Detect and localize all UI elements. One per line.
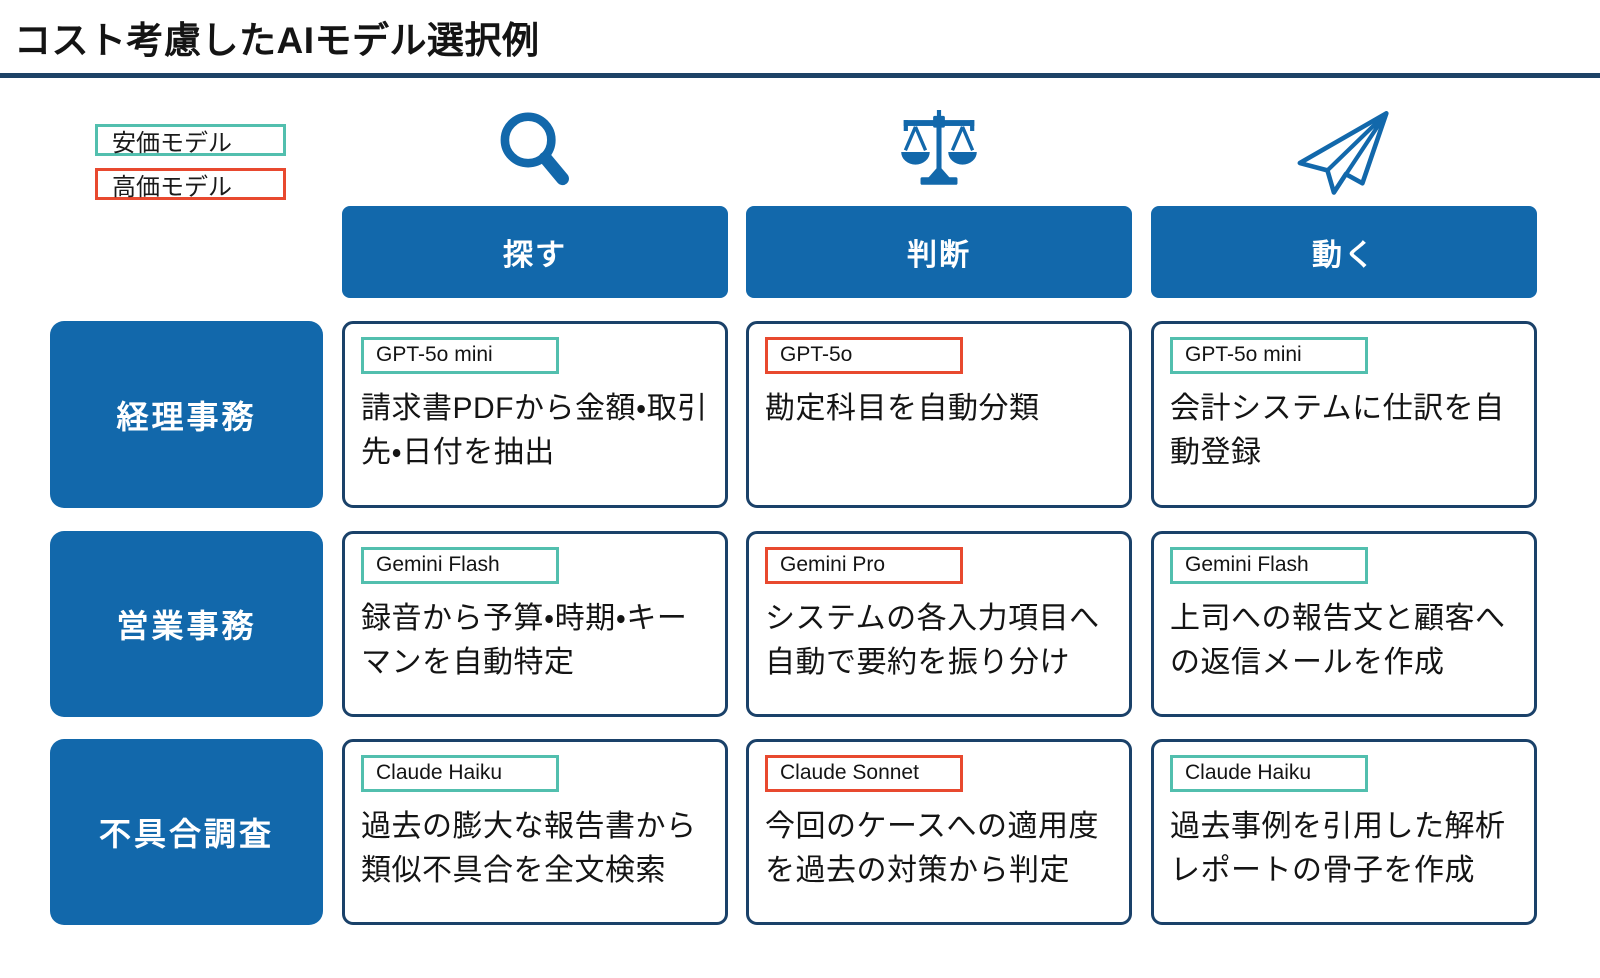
cell-defect-act: Claude Haiku 過去事例を引用した解析レポートの骨子を作成 <box>1151 739 1537 925</box>
title-divider <box>0 73 1600 78</box>
model-badge: GPT-5o mini <box>361 337 559 374</box>
page-title: コスト考慮したAIモデル選択例 <box>14 20 540 61</box>
cell-description: 会計システムに仕訳を自動登録 <box>1170 392 1505 469</box>
cell-accounting-act: GPT-5o mini 会計システムに仕訳を自動登録 <box>1151 321 1537 508</box>
row-label-defect-investigation: 不具合調査 <box>50 739 323 925</box>
model-badge: Claude Sonnet <box>765 755 963 792</box>
cell-sales-act: Gemini Flash 上司への報告文と顧客への返信メールを作成 <box>1151 531 1537 717</box>
legend-cheap-label: 安価モデル <box>112 129 232 157</box>
cell-description: システムの各入力項目へ自動で要約を振り分け <box>765 602 1100 679</box>
model-badge: Claude Haiku <box>1170 755 1368 792</box>
row-label-sales: 営業事務 <box>50 531 323 717</box>
legend-expensive-label: 高価モデル <box>112 173 232 201</box>
paper-plane-icon <box>1151 104 1537 200</box>
cell-description: 今回のケースへの適用度を過去の対策から判定 <box>765 810 1099 887</box>
column-header-judge: 判断 <box>746 206 1132 298</box>
column-header-search: 探す <box>342 206 728 298</box>
cell-sales-judge: Gemini Pro システムの各入力項目へ自動で要約を振り分け <box>746 531 1132 717</box>
model-badge: Gemini Flash <box>361 547 559 584</box>
model-badge: GPT-5o mini <box>1170 337 1368 374</box>
magnifier-icon <box>342 104 728 200</box>
column-header-act-label: 動く <box>1312 239 1376 272</box>
cell-description: 録音から予算・時期・キーマンを自動特定 <box>361 602 688 679</box>
cell-description: 上司への報告文と顧客への返信メールを作成 <box>1170 602 1506 679</box>
row-label-sales-text: 営業事務 <box>116 608 257 644</box>
column-header-search-label: 探す <box>503 239 567 272</box>
cell-description: 過去事例を引用した解析レポートの骨子を作成 <box>1170 810 1506 887</box>
model-badge: Gemini Flash <box>1170 547 1368 584</box>
cell-accounting-judge: GPT-5o 勘定科目を自動分類 <box>746 321 1132 508</box>
model-badge: Claude Haiku <box>361 755 559 792</box>
cell-sales-search: Gemini Flash 録音から予算・時期・キーマンを自動特定 <box>342 531 728 717</box>
row-label-accounting-text: 経理事務 <box>116 398 257 435</box>
cell-description: 勘定科目を自動分類 <box>765 392 1040 425</box>
legend-expensive-model: 高価モデル <box>95 168 286 201</box>
row-label-accounting: 経理事務 <box>50 321 323 508</box>
legend-cheap-model: 安価モデル <box>95 124 286 157</box>
scales-icon <box>746 104 1132 200</box>
cell-defect-judge: Claude Sonnet 今回のケースへの適用度を過去の対策から判定 <box>746 739 1132 925</box>
cell-accounting-search: GPT-5o mini 請求書PDFから金額・取引先・日付を抽出 <box>342 321 728 508</box>
row-label-defect-investigation-text: 不具合調査 <box>98 816 274 852</box>
column-header-judge-label: 判断 <box>907 239 971 272</box>
model-badge: Gemini Pro <box>765 547 963 584</box>
cell-description: 過去の膨大な報告書から類似不具合を全文検索 <box>361 810 697 887</box>
column-header-act: 動く <box>1151 206 1537 298</box>
cell-description: 請求書PDFから金額・取引先・日付を抽出 <box>361 392 708 469</box>
cell-defect-search: Claude Haiku 過去の膨大な報告書から類似不具合を全文検索 <box>342 739 728 925</box>
model-badge: GPT-5o <box>765 337 963 374</box>
